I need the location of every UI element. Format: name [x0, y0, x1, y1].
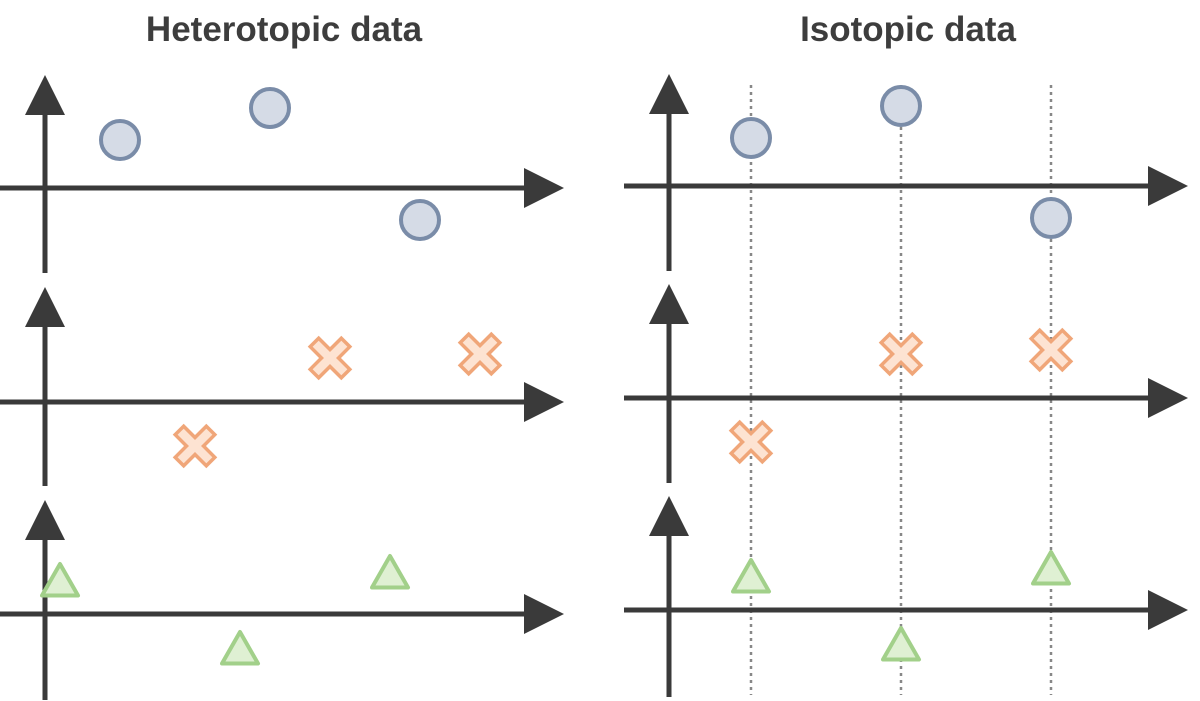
isotopic-triangle-marker-3: [1031, 550, 1071, 586]
heterotopic-triangle-marker-1: [40, 562, 80, 598]
heterotopic-panel: [0, 75, 564, 700]
isotopic-cross-marker-1: [728, 419, 774, 465]
isotopic-panel: [624, 74, 1188, 697]
heterotopic-triangle-marker-2: [220, 630, 260, 666]
isotopic-triangle-marker-2: [881, 626, 921, 662]
heterotopic-circle-marker-2: [249, 87, 291, 129]
heterotopic-cross-marker-2: [307, 335, 353, 381]
isotopic-circle-marker-3: [1030, 197, 1072, 239]
heterotopic-cross-marker-1: [172, 423, 218, 469]
heterotopic-panel-title: Heterotopic data: [145, 10, 423, 49]
isotopic-cross-marker-2: [878, 331, 924, 377]
heterotopic-circle-marker-1: [99, 119, 141, 161]
isotopic-panel-title: Isotopic data: [800, 10, 1016, 49]
heterotopic-cross-marker-3: [457, 331, 503, 377]
isotopic-circle-marker-2: [880, 85, 922, 127]
heterotopic-triangle-marker-3: [370, 554, 410, 590]
heterotopic-circle-marker-3: [399, 199, 441, 241]
isotopic-cross-marker-3: [1028, 327, 1074, 373]
isotopic-circle-marker-1: [730, 117, 772, 159]
isotopic-triangle-marker-1: [731, 558, 771, 594]
